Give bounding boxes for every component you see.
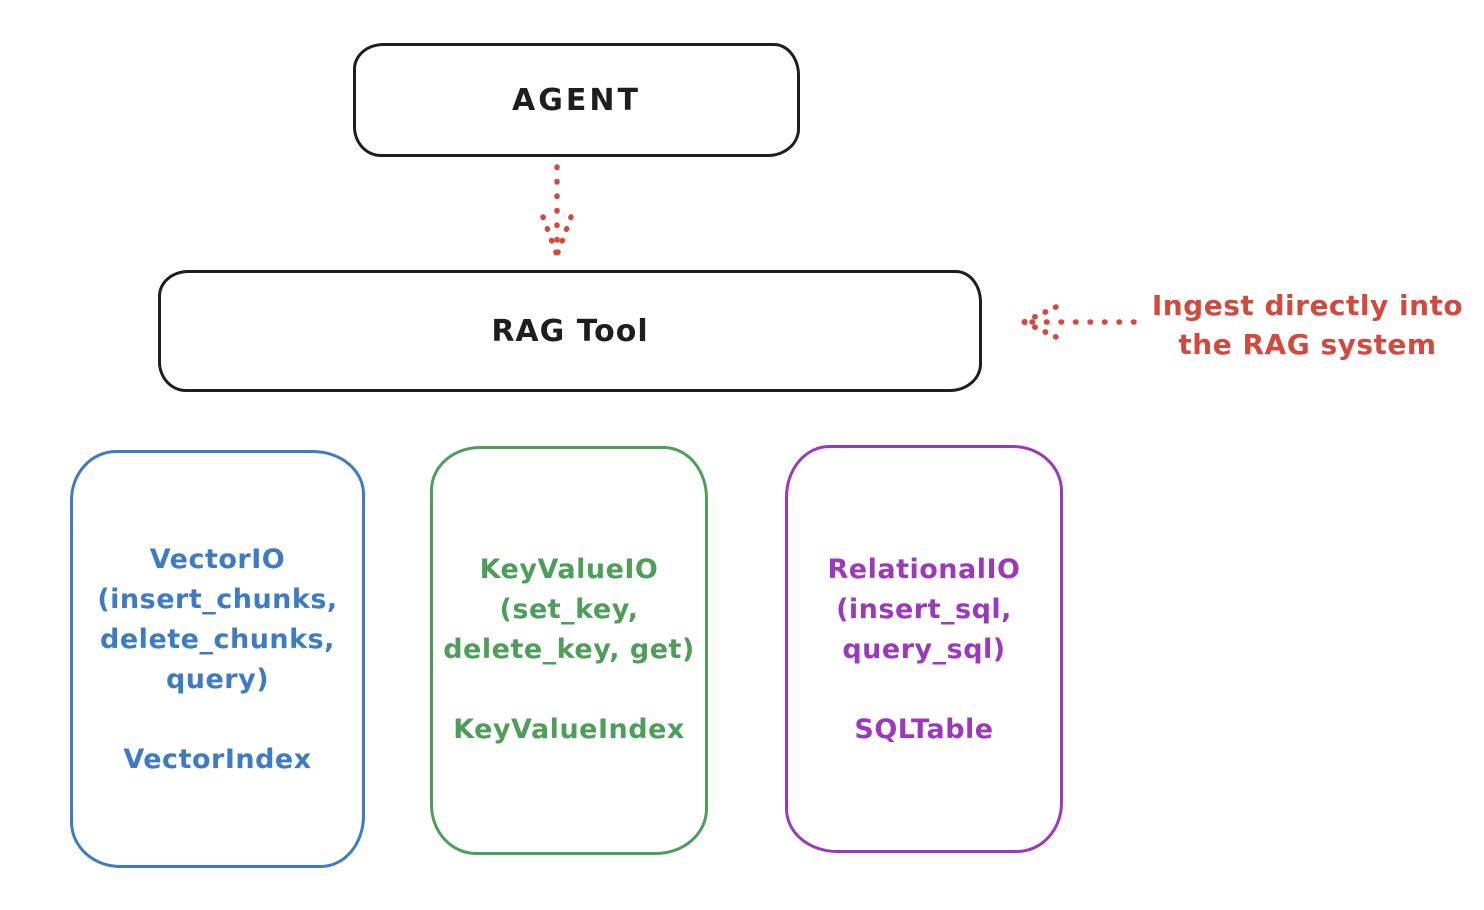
- agent-box-label: AGENT: [512, 82, 641, 118]
- relational-io-line: (insert_sql,: [836, 594, 1012, 625]
- ingest-annotation-line1: Ingest directly into: [1151, 289, 1464, 322]
- relational-io-line: RelationalIO: [827, 554, 1021, 585]
- keyvalue-io-box: KeyValueIO (set_key, delete_key, get) Ke…: [430, 446, 708, 855]
- rag-tool-box: RAG Tool: [158, 270, 982, 392]
- ingest-annotation: Ingest directly into the RAG system: [1135, 286, 1480, 364]
- keyvalue-index-label: KeyValueIndex: [453, 714, 685, 745]
- relational-io-box: RelationalIO (insert_sql, query_sql) SQL…: [785, 445, 1063, 853]
- relational-io-line: query_sql): [842, 634, 1006, 665]
- vector-index-label: VectorIndex: [123, 744, 312, 775]
- keyvalue-io-line: delete_key, get): [443, 634, 695, 665]
- keyvalue-io-line: (set_key,: [499, 594, 639, 625]
- vector-io-line: VectorIO: [149, 544, 286, 575]
- rag-tool-box-label: RAG Tool: [491, 313, 649, 349]
- vector-io-line: query): [165, 664, 270, 695]
- ingest-arrow-icon: [1021, 304, 1137, 340]
- keyvalue-io-line: KeyValueIO: [479, 554, 659, 585]
- ingest-annotation-line2: the RAG system: [1178, 328, 1437, 361]
- agent-to-rag-arrow: [535, 161, 579, 265]
- vector-io-box: VectorIO (insert_chunks, delete_chunks, …: [70, 450, 365, 868]
- sql-table-label: SQLTable: [854, 714, 994, 745]
- vector-io-line: (insert_chunks,: [97, 584, 338, 615]
- agent-to-rag-arrow-icon: [540, 164, 574, 258]
- ingest-arrow: [1012, 300, 1142, 344]
- vector-io-line: delete_chunks,: [100, 624, 335, 655]
- agent-box: AGENT: [353, 43, 800, 157]
